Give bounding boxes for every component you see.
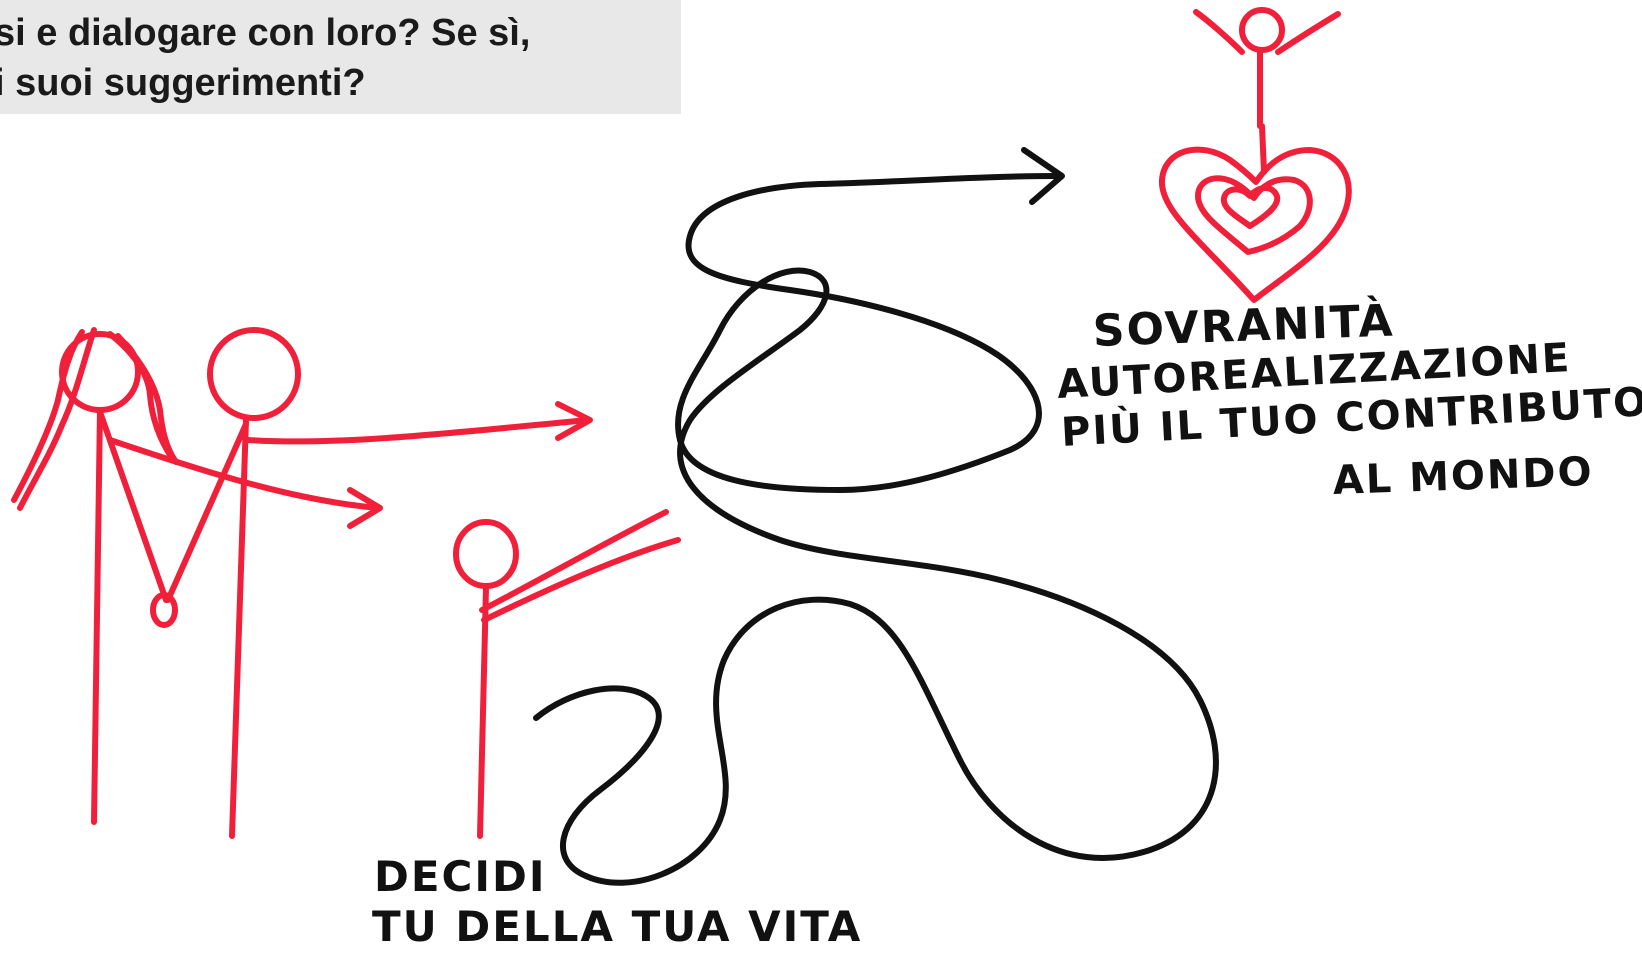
decide-label-line1: DECIDI: [374, 852, 547, 901]
caption-line-1: si e dialogare con loro? Se sì,: [0, 12, 531, 54]
caption-line-2: i suoi suggerimenti?: [0, 62, 366, 104]
contribution-label-line2: AL MONDO: [1332, 448, 1595, 504]
father-figure: [165, 327, 593, 839]
mother-figure: [11, 327, 383, 825]
jubilant-figure-icon: [1193, 7, 1341, 175]
child-figure: [453, 509, 681, 839]
heart-target-icon: [1158, 146, 1352, 303]
question-caption-box: si e dialogare con loro? Se sì, i suoi s…: [0, 0, 681, 114]
winding-life-path: [533, 147, 1219, 886]
decide-label-line2: TU DELLA TUA VITA: [372, 902, 863, 951]
held-hands: [150, 592, 178, 628]
